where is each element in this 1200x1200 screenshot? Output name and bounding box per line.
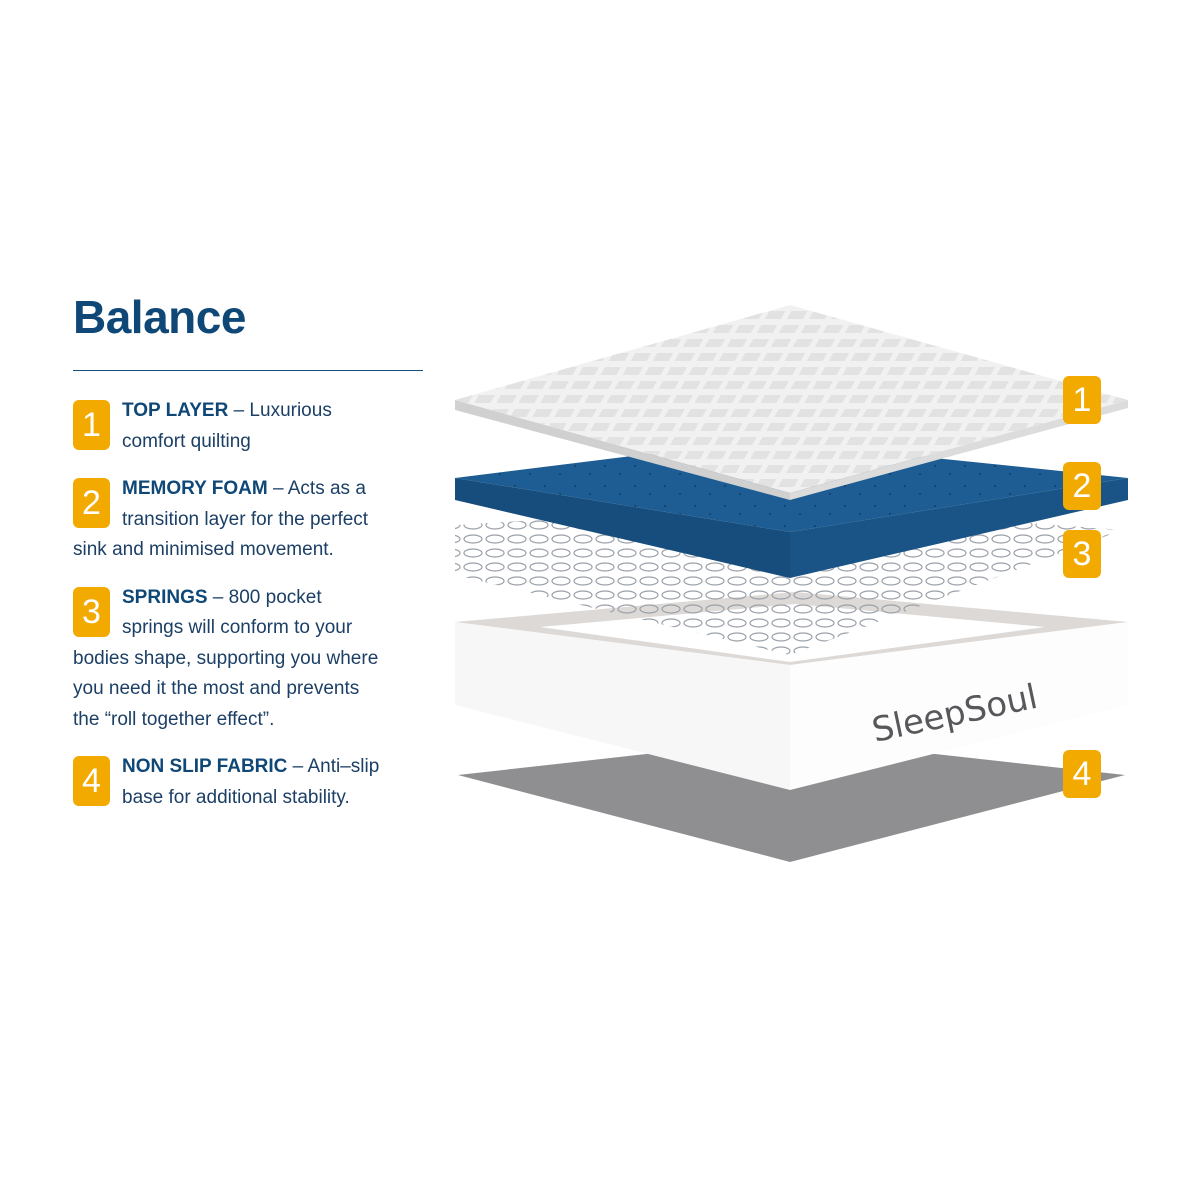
item-heading: SPRINGS bbox=[122, 586, 208, 608]
number-badge: 3 bbox=[73, 586, 110, 637]
item-text: – Luxurious comfort quilting bbox=[122, 400, 332, 452]
layer-badge-1: 1 bbox=[1063, 376, 1101, 424]
item-text: – Anti–slip base for additional stabilit… bbox=[122, 756, 380, 808]
list-item: 1 TOP LAYER – Luxurious comfort quilting bbox=[73, 396, 383, 457]
item-text: – 800 pocket springs will conform to you… bbox=[73, 586, 379, 730]
non-slip-fabric-layer bbox=[458, 738, 1125, 862]
number-badge: 2 bbox=[73, 478, 110, 528]
list-item: 3 SPRINGS – 800 pocket springs will confo… bbox=[73, 583, 383, 736]
number-badge: 1 bbox=[73, 400, 110, 450]
item-heading: MEMORY FOAM bbox=[122, 478, 268, 499]
number-badge: 4 bbox=[73, 756, 110, 806]
layer-badge-3: 3 bbox=[1063, 530, 1101, 578]
layer-badge-4: 4 bbox=[1063, 750, 1101, 798]
item-heading: NON SLIP FABRIC bbox=[122, 756, 288, 777]
item-text: – Acts as a transition layer for the per… bbox=[73, 478, 369, 560]
list-item: 2 MEMORY FOAM – Acts as a transition laye… bbox=[73, 474, 383, 566]
list-item: 4 NON SLIP FABRIC – Anti–slip base for ad… bbox=[73, 752, 383, 813]
pocket-springs-layer bbox=[455, 505, 1122, 655]
page-title: Balance bbox=[73, 291, 246, 343]
top-quilt-layer bbox=[455, 305, 1128, 500]
divider bbox=[73, 370, 423, 371]
item-heading: TOP LAYER bbox=[122, 400, 229, 421]
layer-badge-2: 2 bbox=[1063, 462, 1101, 510]
